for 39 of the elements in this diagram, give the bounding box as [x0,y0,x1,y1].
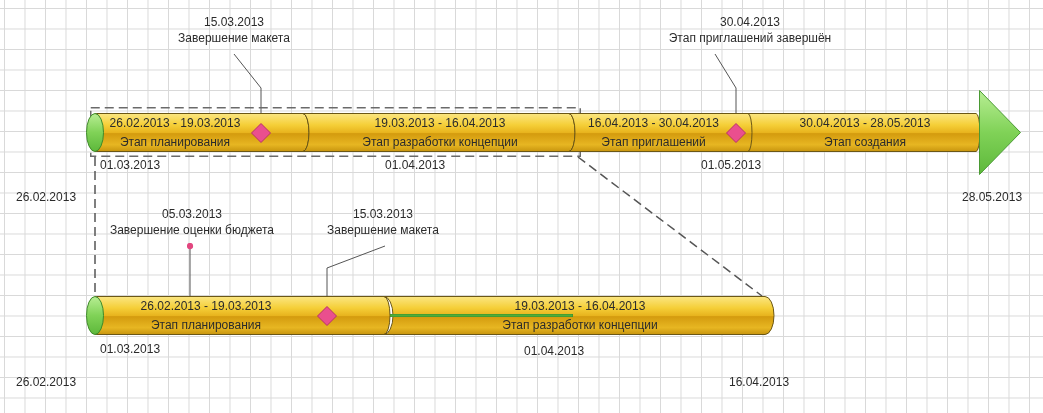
milestone-date: 30.04.2013 [719,14,781,30]
timeline-segment [95,113,309,152]
milestone-date: 15.03.2013 [203,14,265,30]
date-label: 01.03.2013 [100,341,161,357]
milestone-diamond [251,122,271,143]
zoom-frame [90,107,581,157]
phase-name: Этап создания [824,135,906,149]
timeline-segment [569,113,754,152]
date-label: 01.03.2013 [100,157,161,173]
timeline-segment [384,296,774,335]
date-label: 01.04.2013 [385,157,446,173]
milestone-title: Завершение макета [178,30,290,46]
date-range: 19.03.2013 - 16.04.2013 [514,299,646,313]
phase-name: Этап приглашений [601,135,706,149]
milestone-pin [186,242,194,297]
date-label: 01.05.2013 [701,157,762,173]
date-range: 26.02.2013 - 19.03.2013 [140,299,272,313]
date-range: 30.04.2013 - 28.05.2013 [799,116,931,130]
milestone-title: Этап приглашений завершён [668,30,832,46]
date-range: 19.03.2013 - 16.04.2013 [374,116,506,130]
milestone-title: Завершение макета [327,222,439,238]
timeline-segment [303,113,575,152]
date-range: 16.04.2013 - 30.04.2013 [588,116,719,130]
phase-name: Этап планирования [150,318,262,332]
date-range: 26.02.2013 - 19.03.2013 [109,116,241,130]
projection-line [577,156,763,297]
date-label: 01.04.2013 [524,343,585,359]
date-label: 28.05.2013 [962,189,1023,205]
phase-name: Этап планирования [119,135,231,149]
phase-name: Этап разработки концепции [362,135,518,149]
milestone-diamond [317,305,337,326]
phase-name: Этап разработки концепции [502,318,658,332]
milestone-title: Завершение оценки бюджета [109,222,275,238]
date-label: 16.04.2013 [729,374,790,390]
timeline-segment [95,296,390,335]
date-label: 26.02.2013 [16,189,77,205]
milestone-date: 05.03.2013 [161,206,223,222]
milestone-date: 15.03.2013 [352,206,414,222]
date-label: 26.02.2013 [16,374,77,390]
